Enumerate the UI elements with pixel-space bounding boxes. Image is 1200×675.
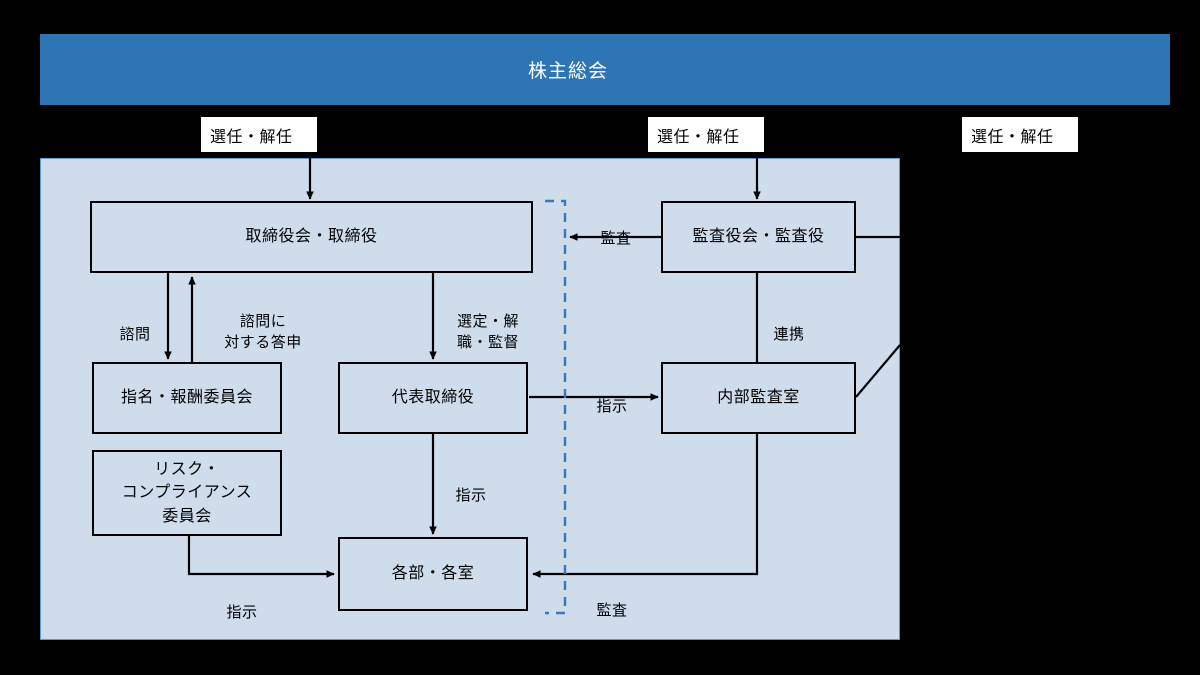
node-departments-offices: 各部・各室 [338,537,528,611]
node-label: 取締役会・取締役 [245,228,378,246]
chip-label: 選任・解任 [657,128,740,146]
edge-text: 指示 [596,398,628,416]
node-label: 指名・報酬委員会 [120,389,253,407]
edge-label-instruction-rep-to-departments: 指示 [447,466,495,507]
node-nomination-remuneration-committee: 指名・報酬委員会 [92,362,282,434]
edge-label-consultation-reply: 諮問に 対する答申 [203,292,323,353]
edge-label-audit-to-board: 監査 [592,209,640,250]
node-internal-audit-office: 内部監査室 [661,362,856,434]
edge-text: 選定・解 職・監督 [456,313,519,351]
edge-label-audit-to-departments: 監査 [588,581,636,622]
node-audit-and-supervisory-board: 監査役会・監査役 [661,201,856,273]
edge-label-consultation: 諮問 [105,305,165,346]
node-label: 内部監査室 [717,389,800,407]
chip-appoint-dismiss-auditboard: 選任・解任 [648,117,764,152]
node-label: 各部・各室 [391,565,475,583]
edge-text: 諮問 [119,326,151,344]
edge-text: 監査 [596,602,628,620]
node-risk-compliance-committee: リスク・ コンプライアンス 委員会 [92,450,282,536]
edge-text: 指示 [455,487,487,505]
edge-label-coordination: 連携 [763,305,815,346]
node-representative-director: 代表取締役 [338,362,528,434]
edge-text: 諮問に 対する答申 [224,313,302,351]
banner-title: 株主総会 [527,61,608,82]
edge-label-instruction-risk-to-departments: 指示 [218,583,266,624]
node-label: 代表取締役 [391,389,475,407]
edge-text: 連携 [773,326,805,344]
chip-appoint-dismiss-third: 選任・解任 [962,117,1078,152]
edge-text: 指示 [226,604,258,622]
chip-label: 選任・解任 [210,128,293,146]
node-board-of-directors: 取締役会・取締役 [90,201,533,273]
node-label: リスク・ コンプライアンス 委員会 [121,461,253,525]
edge-label-instruction-rep-to-internalaudit: 指示 [588,377,636,418]
edge-label-select-dismiss-supervise: 選定・解 職・監督 [440,292,536,353]
chip-appoint-dismiss-board: 選任・解任 [201,117,317,152]
node-label: 監査役会・監査役 [692,228,825,246]
shareholders-meeting-banner: 株主総会 [40,34,1170,105]
edge-text: 監査 [600,230,632,248]
chip-label: 選任・解任 [971,128,1054,146]
